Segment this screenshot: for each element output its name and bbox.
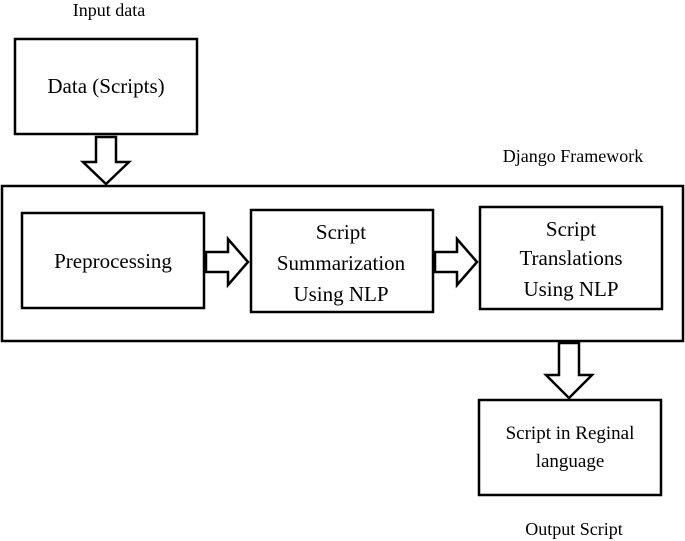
right-arrow-preprocess-to-summarize <box>204 235 250 289</box>
output-script-label-line-1: Script in Reginal <box>506 423 635 444</box>
down-arrow-input <box>79 135 133 186</box>
translation-label-line-2: Translations <box>519 246 622 270</box>
summarization-box: Script Summarization Using NLP <box>249 208 435 314</box>
output-script-caption: Output Script <box>525 519 623 539</box>
translation-label-line-3: Using NLP <box>523 277 618 301</box>
data-scripts-label: Data (Scripts) <box>47 74 164 98</box>
translation-label-line-1: Script <box>546 217 596 241</box>
down-arrow-output <box>542 341 596 400</box>
input-data-caption: Input data <box>73 0 145 20</box>
right-arrow-summarize-to-translate <box>433 235 479 289</box>
django-framework-caption: Django Framework <box>503 146 643 166</box>
summarization-label-line-1: Script <box>316 220 366 244</box>
preprocessing-label: Preprocessing <box>54 249 172 273</box>
django-framework-container <box>0 184 685 343</box>
output-script-label-line-2: language <box>536 451 605 472</box>
data-scripts-box: Data (Scripts) <box>13 37 199 136</box>
preprocessing-box: Preprocessing <box>20 211 206 310</box>
output-script-box: Script in Reginal language <box>477 398 663 497</box>
summarization-label-line-2: Summarization <box>277 251 406 275</box>
summarization-label-line-3: Using NLP <box>293 282 388 306</box>
translation-box: Script Translations Using NLP <box>478 205 664 311</box>
